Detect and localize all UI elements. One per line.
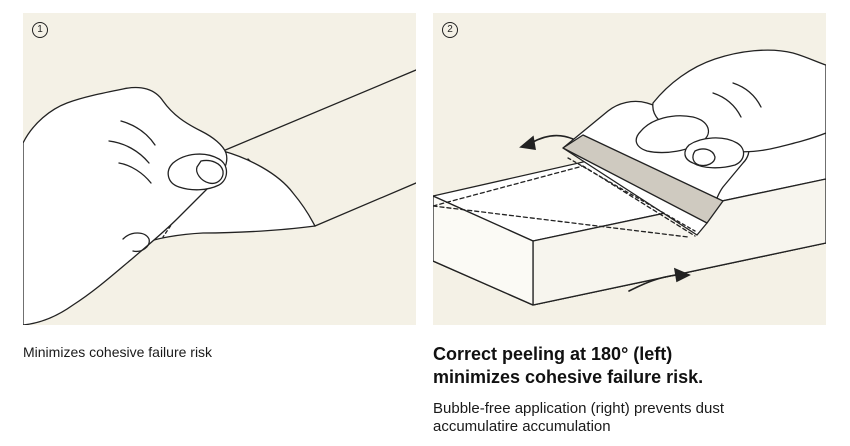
arrow-left-icon [530, 134, 574, 144]
tape-strip [222, 69, 416, 227]
finger-crease [732, 82, 762, 108]
right-caption-title-line: minimizes cohesive failure risk. [433, 367, 704, 387]
left-caption: Minimizes cohesive failure risk [23, 344, 213, 360]
step-number-badge: 1 [32, 22, 48, 38]
squeegee-band [562, 134, 724, 224]
thumbnail [692, 148, 716, 167]
thumb [684, 137, 745, 169]
right-caption-subtitle-line: Bubble-free application (right) prevents… [433, 400, 724, 417]
hand-outline [23, 86, 228, 325]
right-caption-title: Correct peeling at 180° (left) minimizes… [433, 343, 833, 389]
substrate-side-face [433, 195, 534, 306]
arrow-left-head [519, 135, 536, 150]
finger-crease-2 [108, 140, 150, 164]
arrow-right-icon [628, 274, 678, 292]
applied-film-outline [433, 165, 696, 238]
squeegee-illustration [433, 49, 826, 306]
thumbnail [195, 159, 224, 185]
right-caption-title-line: Correct peeling at 180° (left) [433, 344, 673, 364]
finger-crease-1 [120, 120, 156, 146]
right-caption-subtitle: Bubble-free application (right) prevents… [433, 400, 833, 436]
arrow-right-head [673, 267, 691, 283]
finger-crease-3 [118, 162, 152, 184]
finger-crease [712, 92, 742, 118]
illustration-peeling-panel: 1 [23, 13, 416, 325]
step-number-badge: 2 [442, 22, 458, 38]
squeegee-edge-dashes [567, 157, 696, 232]
illustration-squeegee-panel: 2 [433, 13, 826, 325]
right-caption-subtitle-line: accumulatire accumulation [433, 418, 611, 435]
fingertip [122, 232, 150, 253]
peeling-illustration [23, 69, 416, 325]
